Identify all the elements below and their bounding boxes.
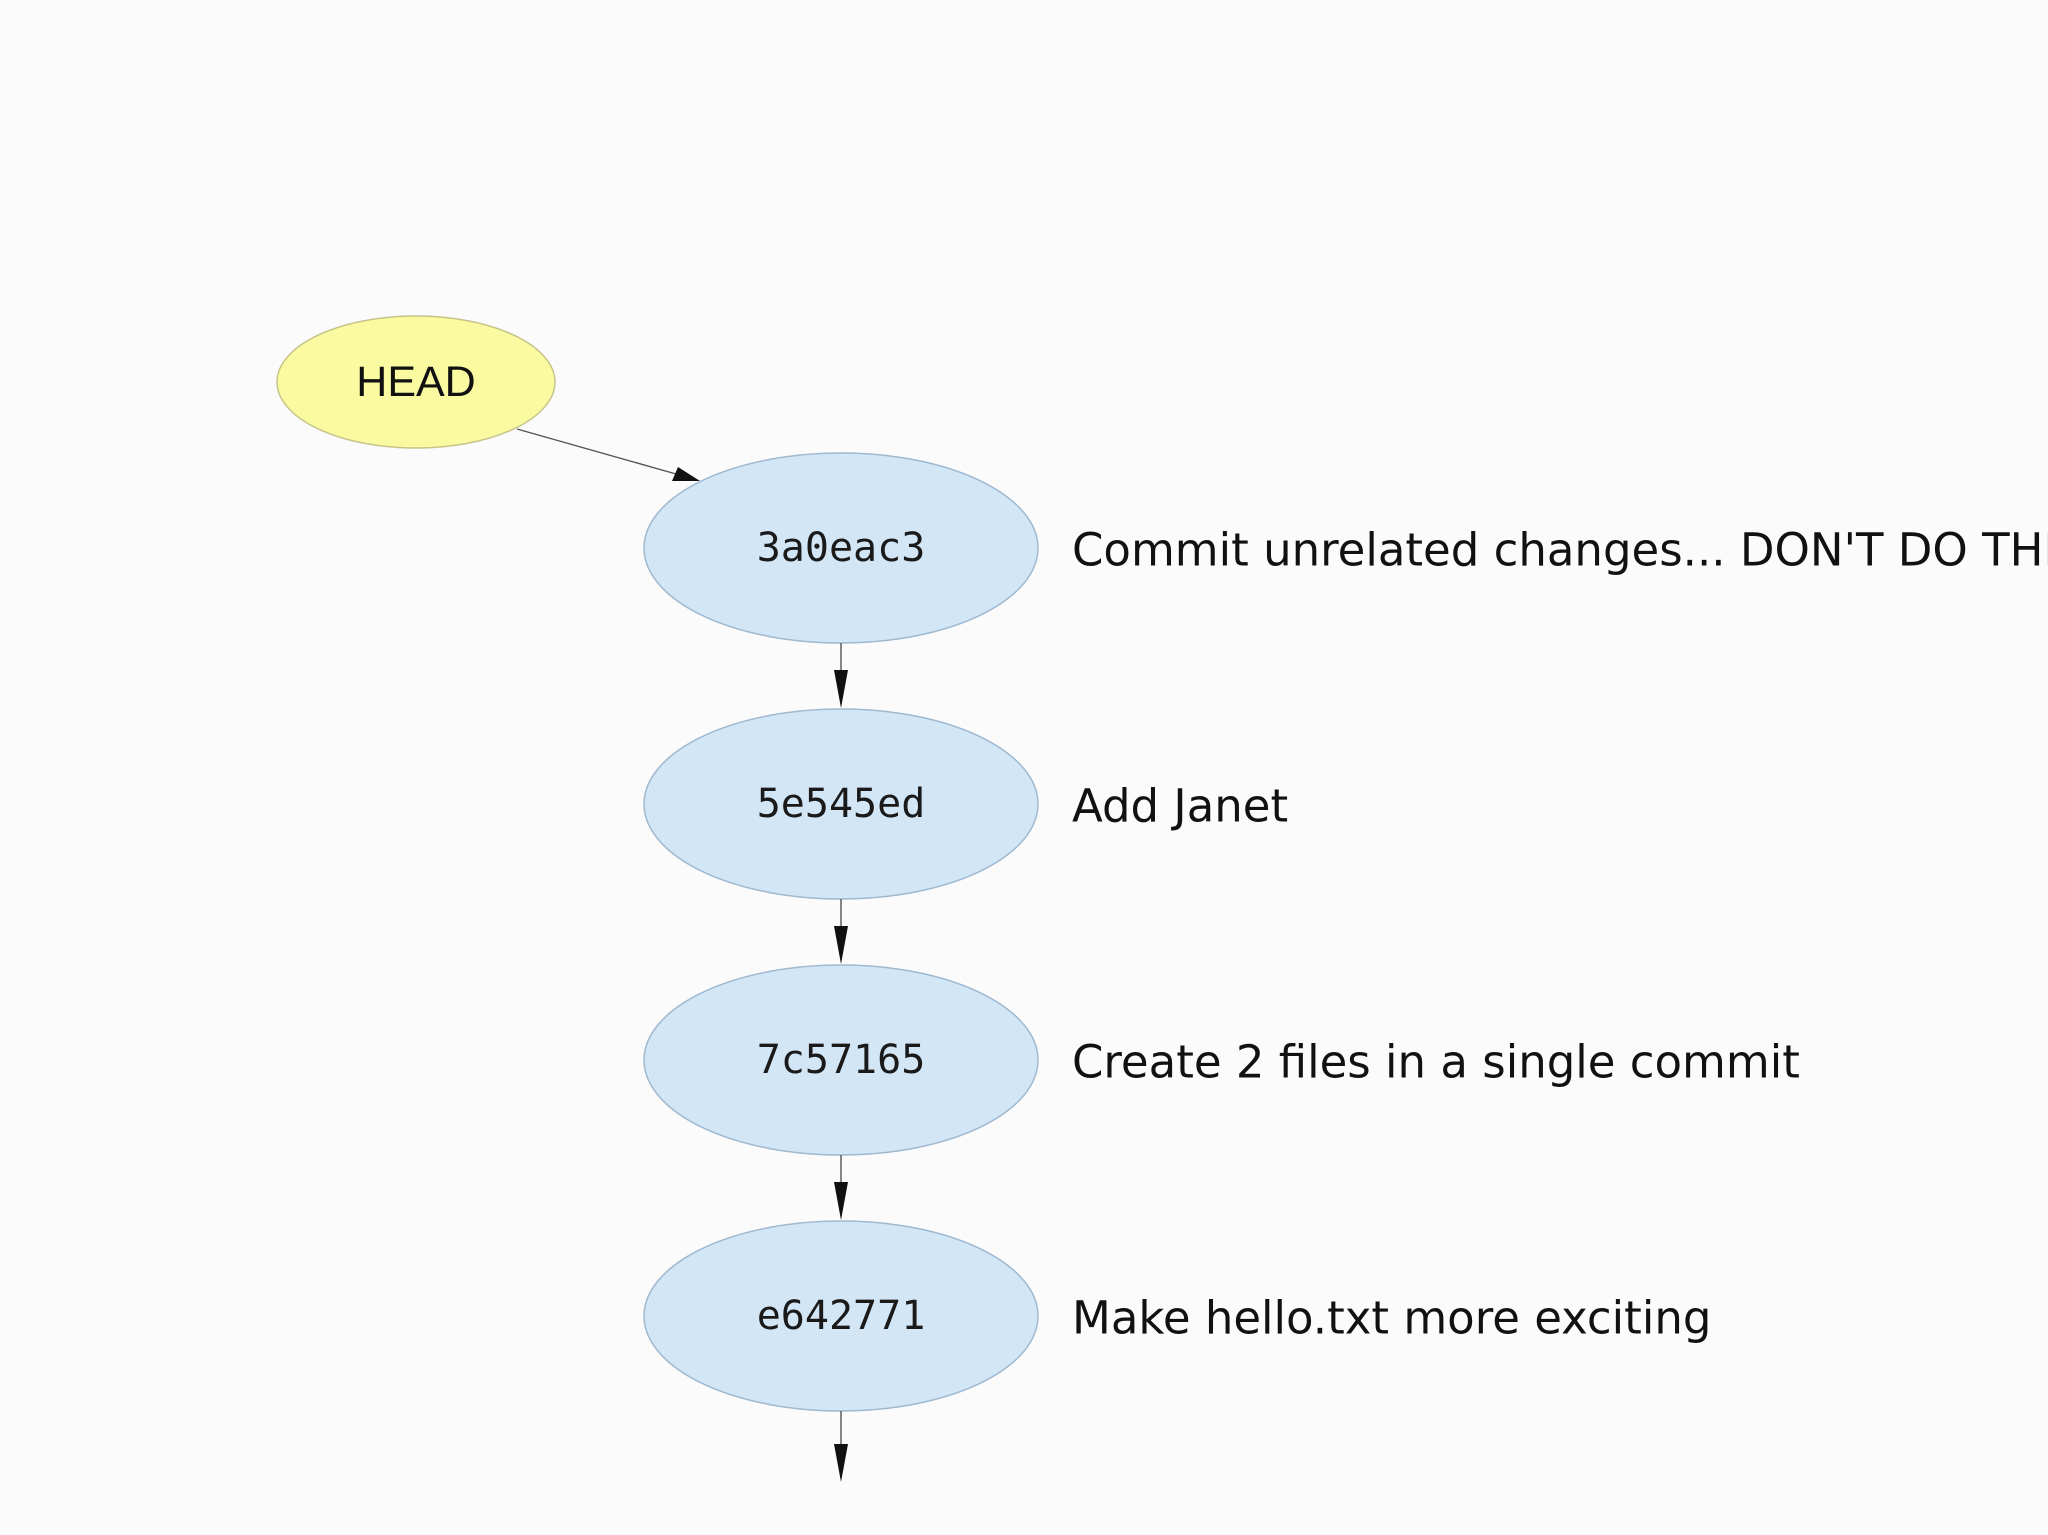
commit-node: e642771	[643, 1220, 1039, 1412]
commit-hash: e642771	[757, 1293, 926, 1339]
commit-hash: 7c57165	[757, 1037, 926, 1083]
commit-hash: 5e545ed	[757, 781, 926, 827]
head-node-shape	[276, 315, 556, 449]
parent-edge-arrowhead	[834, 926, 848, 964]
commit-message: Add Janet	[1072, 780, 1288, 833]
parent-edge-arrowhead	[834, 1182, 848, 1220]
head-node: HEAD	[276, 315, 556, 449]
commit-message: Create 2 files in a single commit	[1072, 1036, 1800, 1089]
commit-message: Make hello.txt more exciting	[1072, 1292, 1711, 1345]
commit-hash: 3a0eac3	[757, 525, 926, 571]
commit-node: 5e545ed	[643, 708, 1039, 900]
head-label: HEAD	[356, 358, 475, 406]
head-pointer-arrowhead	[672, 467, 700, 481]
parent-edge-arrowhead	[834, 1444, 848, 1482]
commit-node: 7c57165	[643, 964, 1039, 1156]
commit-message: Commit unrelated changes... DON'T DO THI…	[1072, 524, 2048, 577]
commit-node: 3a0eac3	[643, 452, 1039, 644]
head-pointer-edge	[516, 428, 677, 475]
parent-edge-arrowhead	[834, 670, 848, 708]
